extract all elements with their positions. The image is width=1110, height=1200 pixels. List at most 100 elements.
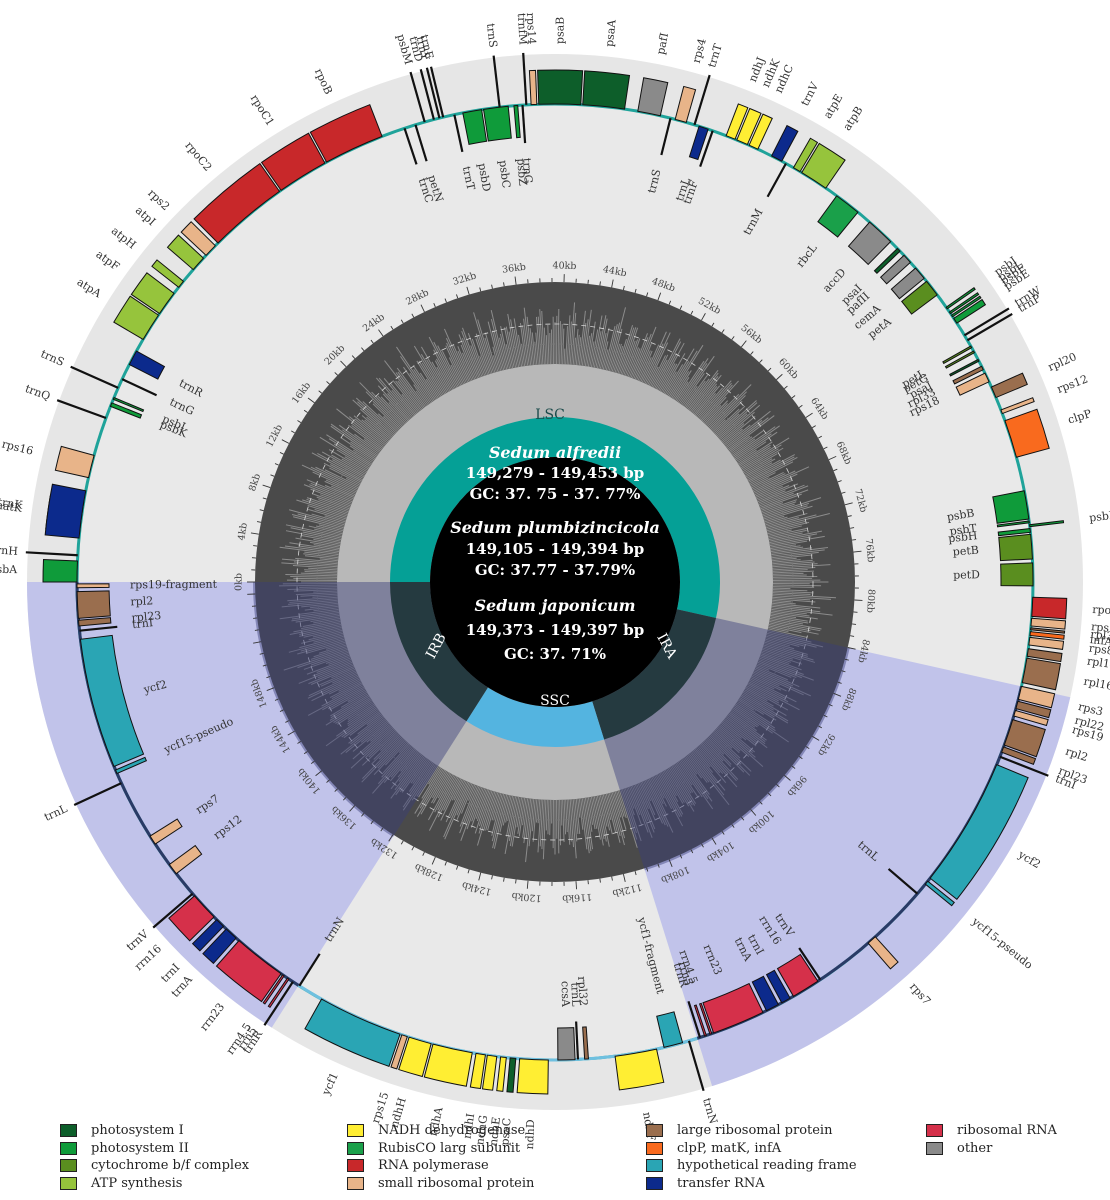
gene-trng-mark xyxy=(521,105,527,144)
gc-bar xyxy=(285,573,338,577)
tick xyxy=(634,871,637,876)
tick xyxy=(478,872,482,881)
legend-item: transfer RNA xyxy=(646,1175,906,1193)
gene-atpb-label: atpB xyxy=(840,104,865,133)
gc-bar xyxy=(345,477,360,486)
gc-bar xyxy=(745,462,773,478)
gc-bar xyxy=(502,795,511,826)
gc-bar xyxy=(662,771,677,797)
gene-psab-block xyxy=(537,69,584,106)
gene-rrn4-5-block xyxy=(698,1002,713,1035)
gc-bar xyxy=(560,799,563,826)
gc-bar xyxy=(647,342,669,385)
gc-bar xyxy=(403,366,430,405)
gc-bar xyxy=(392,380,419,413)
gc-bar xyxy=(770,613,797,619)
gc-bar xyxy=(300,638,345,652)
gene-psbl-block xyxy=(948,292,980,315)
gc-bar xyxy=(283,648,348,671)
gene-ndhe-block xyxy=(496,1056,507,1092)
gc-bar xyxy=(347,702,374,721)
irb-ring xyxy=(390,582,488,722)
gene-rps7-label: rps7 xyxy=(907,980,933,1007)
tick-label: 4kb xyxy=(236,522,250,541)
tick xyxy=(784,385,788,389)
gc-bar xyxy=(318,524,344,532)
gc-bar xyxy=(617,325,634,374)
gene-trnh-label: trnH xyxy=(0,543,18,557)
gc-bar xyxy=(329,467,361,485)
gc-bar xyxy=(716,727,750,757)
gc-bar xyxy=(671,371,690,399)
gc-bar xyxy=(757,490,786,503)
gene-trnd-label: trnD xyxy=(406,35,425,63)
gc-bar xyxy=(370,724,391,742)
gc-bar xyxy=(766,634,817,648)
gc-bar xyxy=(350,728,395,769)
tick xyxy=(256,521,262,523)
tick xyxy=(759,359,763,363)
gc-bar xyxy=(772,576,818,578)
gc-bar xyxy=(633,785,649,821)
legend-label: large ribosomal protein xyxy=(677,1123,833,1139)
tick-label: 84kb xyxy=(855,638,871,664)
gc-bar xyxy=(310,616,340,623)
lsc-ring xyxy=(390,416,720,619)
gc-bar xyxy=(279,610,339,620)
gc-bar xyxy=(513,328,521,367)
gc-bar xyxy=(714,729,740,754)
gc-bar xyxy=(566,315,571,365)
gc-bar xyxy=(569,302,576,365)
gc-bar xyxy=(574,799,579,834)
gc-bar xyxy=(373,740,407,776)
gc-bar xyxy=(641,781,652,802)
gc-bar xyxy=(308,672,358,697)
gc-bar xyxy=(767,631,812,643)
gc-bar xyxy=(758,485,809,506)
tick xyxy=(622,873,626,882)
gc-bar xyxy=(456,782,471,816)
ira-ring xyxy=(592,609,717,740)
gc-bar xyxy=(444,782,470,840)
gc-bar xyxy=(354,433,380,454)
gc-bar xyxy=(306,498,349,514)
gc-bar xyxy=(605,324,618,371)
gc-bar xyxy=(759,657,804,675)
gc-bar xyxy=(462,327,481,378)
gc-bar xyxy=(279,546,339,556)
gc-bar xyxy=(434,360,452,391)
gc-bar xyxy=(402,763,435,811)
gc-bar xyxy=(720,722,756,753)
gc-bar xyxy=(293,577,338,580)
gc-bar xyxy=(763,645,816,663)
center-summary: Sedum alfredii 149,279 - 149,453 bp GC: … xyxy=(423,407,680,709)
gc-bar xyxy=(475,338,489,375)
gc-bar xyxy=(301,464,358,492)
gene-rps15-block xyxy=(390,1034,408,1070)
gc-bar xyxy=(331,682,363,700)
legend-swatch xyxy=(646,1141,663,1155)
legend-swatch xyxy=(60,1141,77,1155)
gene-track xyxy=(25,52,1068,1095)
gene-rrn5-block xyxy=(693,1004,707,1037)
gc-bar xyxy=(336,408,385,447)
gc-bar xyxy=(313,590,338,593)
gc-bar xyxy=(753,670,811,697)
gc-bar xyxy=(608,793,621,837)
gc-bar xyxy=(443,777,460,811)
tick xyxy=(841,491,846,494)
legend-item: ribosomal RNA xyxy=(926,1122,1110,1140)
gene-petb-block xyxy=(998,533,1033,562)
gc-bar xyxy=(394,754,423,791)
gc-bar xyxy=(691,374,722,413)
gc-bar xyxy=(328,678,360,695)
gene-trns-label: trnS xyxy=(39,347,66,369)
gc-bar xyxy=(626,787,635,809)
gc-bar xyxy=(693,749,714,773)
tick xyxy=(515,879,517,884)
gene-rps4-label: rps4 xyxy=(690,37,709,64)
gc-bar xyxy=(500,326,511,369)
gene-ccsa-label: ccsA xyxy=(559,981,573,1008)
gc-bar xyxy=(769,620,821,632)
gc-bar xyxy=(587,321,596,367)
